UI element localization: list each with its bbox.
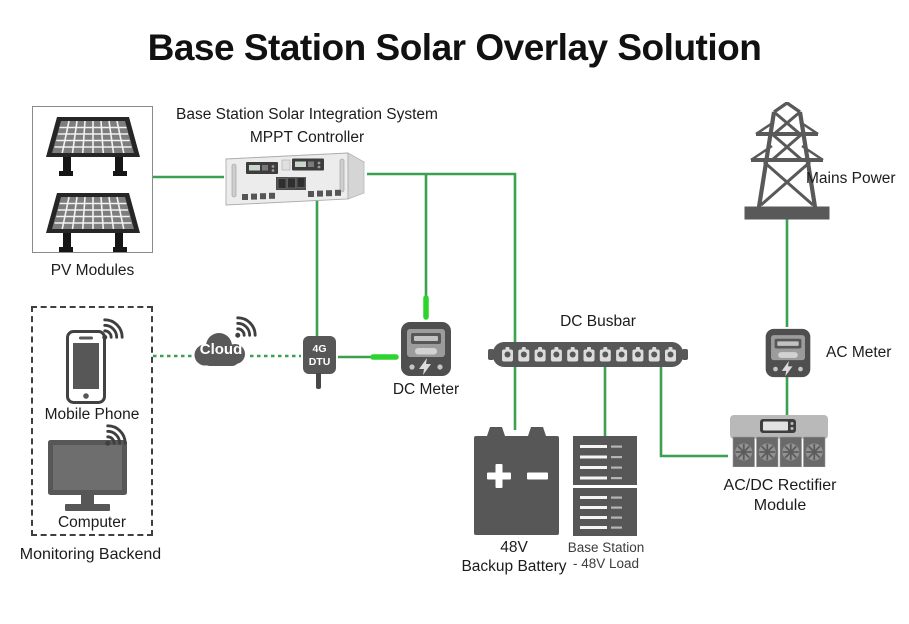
dc-meter-icon (400, 321, 452, 377)
base-station-load-icon (573, 436, 637, 536)
battery-label-line2: Backup Battery (461, 557, 567, 575)
power-tower-icon (744, 102, 830, 220)
mppt-controller-icon (224, 152, 366, 206)
wire-mppt-to-busbar (367, 172, 517, 343)
computer-label: Computer (57, 514, 127, 531)
battery-icon (474, 427, 559, 535)
cloud-label: Cloud (199, 341, 243, 358)
dtu-label-line2: DTU (308, 355, 331, 368)
battery-label-line1: 48V (500, 539, 528, 556)
dtu-antenna (316, 373, 321, 389)
wifi-icon (104, 424, 128, 446)
mains-power-label: Mains Power (806, 170, 896, 187)
load-label-line2: - 48V Load (572, 556, 640, 572)
load-label-line1: Base Station (567, 540, 645, 555)
page-title: Base Station Solar Overlay Solution (147, 27, 762, 68)
monitoring-backend-label: Monitoring Backend (19, 546, 162, 563)
ac-meter-icon (764, 328, 812, 378)
dc-busbar-label: DC Busbar (560, 313, 636, 330)
wifi-icon (234, 316, 258, 338)
mppt-controller-label: MPPT Controller (249, 129, 365, 146)
integration-system-label: Base Station Solar Integration System (176, 106, 438, 123)
solar-panel-icon (43, 191, 143, 253)
mobile-phone-icon (66, 330, 106, 404)
dtu-label-line1: 4G (312, 343, 327, 355)
dc-meter-label: DC Meter (392, 381, 460, 398)
rectifier-module-icon (730, 415, 828, 467)
rectifier-module-label: AC/DC Rectifier Module (723, 477, 837, 514)
pv-modules-label: PV Modules (50, 262, 135, 279)
computer-icon (48, 440, 127, 511)
ac-meter-label: AC Meter (826, 344, 892, 361)
solar-panel-icon (43, 115, 143, 177)
wire-busbar-to-rectifier (659, 366, 728, 458)
pv-modules-box (32, 106, 153, 253)
dc-busbar-icon (488, 342, 688, 367)
cloud-icon (194, 333, 245, 366)
wifi-icon (101, 318, 125, 340)
battery-label: 48V Backup Battery (452, 539, 576, 577)
base-station-load-label: Base Station - 48V Load (551, 540, 661, 573)
dtu-4g-icon: 4G DTU (303, 336, 336, 374)
mobile-phone-label: Mobile Phone (44, 406, 140, 423)
